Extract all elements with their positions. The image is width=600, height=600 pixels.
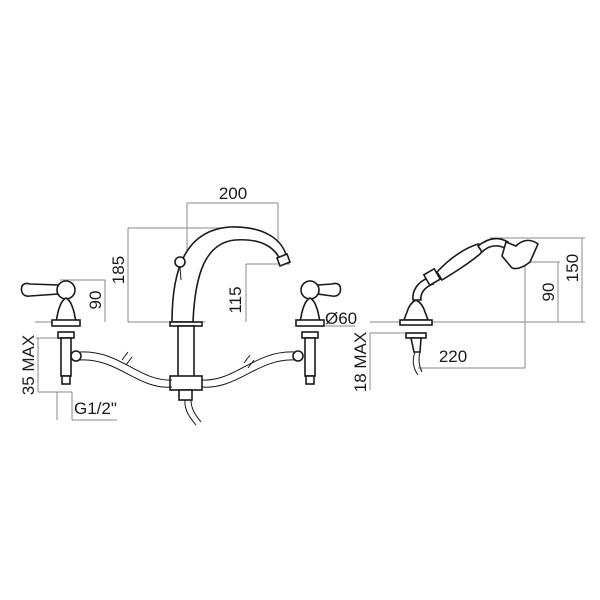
label-shower-deck-thickness-max: 18 MAX	[351, 332, 370, 392]
label-spout-reach: 200	[219, 184, 247, 203]
label-spout-height: 185	[109, 256, 128, 284]
label-thread: G1/2"	[74, 399, 117, 418]
dimension-lines	[35, 202, 585, 421]
label-deck-thickness-max: 35 MAX	[19, 335, 38, 395]
right-valve	[292, 280, 342, 385]
hand-shower	[399, 237, 539, 376]
label-shower-reach: 220	[439, 347, 467, 366]
spout	[169, 226, 292, 426]
label-shower-head-low: 90	[539, 283, 558, 302]
dimension-labels: 200 185 115 90 Ø60 35 MAX G1/2" 18 MAX 2…	[19, 184, 582, 418]
connection-pipes	[79, 351, 296, 388]
label-handle-height: 90	[86, 291, 105, 310]
label-handle-diameter: Ø60	[325, 309, 357, 328]
label-spout-outlet-height: 115	[226, 286, 245, 313]
label-shower-head-high: 150	[563, 254, 582, 282]
left-valve	[20, 280, 82, 385]
